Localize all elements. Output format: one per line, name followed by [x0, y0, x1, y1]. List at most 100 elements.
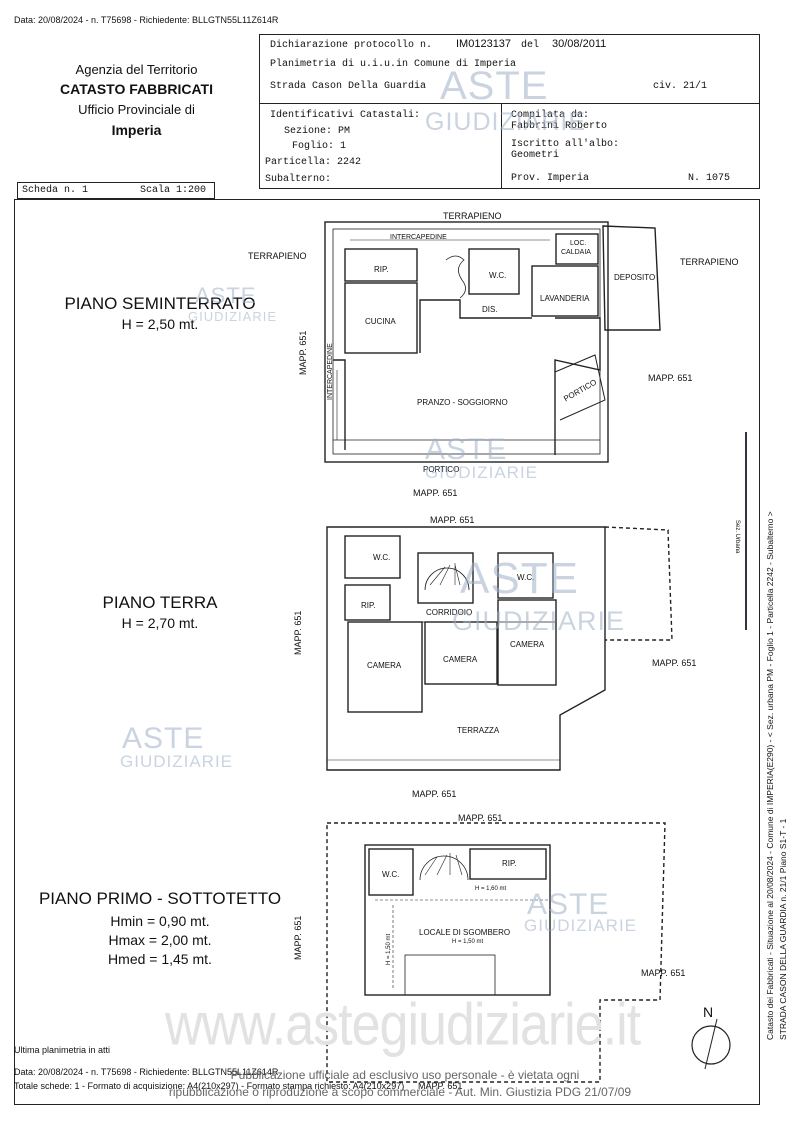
label-mapp-terra-top: MAPP. 651: [430, 515, 475, 525]
label-rip-primo: RIP.: [502, 859, 517, 868]
label-rip-semi: RIP.: [374, 265, 389, 274]
label-mapp-semi-bottom: MAPP. 651: [413, 488, 458, 498]
label-wc-primo: W.C.: [382, 870, 400, 879]
watermark-giudiziarie-1: GIUDIZIARIE: [425, 108, 587, 136]
label-camera-3: CAMERA: [510, 640, 545, 649]
floor-height-seminterrato: H = 2,50 mt.: [121, 316, 199, 332]
scheda-tab: Scheda n. 1 Scala 1:200: [17, 182, 215, 199]
label-deposito: DEPOSITO: [614, 273, 656, 282]
label-h150: H = 1,50 mt: [452, 939, 484, 945]
particella-field: Particella: 2242: [265, 157, 362, 168]
civic-number: civ. 21/1: [653, 81, 708, 92]
protocol-number: IM0123137: [456, 38, 512, 50]
del-label: del: [521, 40, 540, 51]
plan-seminterrato: [324, 221, 661, 463]
iscritto-label: Iscritto all'albo:: [511, 139, 620, 150]
footer-pub-2: ripubblicazione o riproduzione a scopo c…: [168, 1085, 632, 1099]
floor-title-seminterrato: PIANO SEMINTERRATO: [64, 294, 256, 313]
agency-block: Agenzia del Territorio CATASTO FABBRICAT…: [14, 34, 259, 182]
identifiers-box: Identificativi Catastali: Sezione: PM Fo…: [259, 104, 502, 189]
label-wc-semi: W.C.: [489, 271, 507, 280]
planimetria-line: Planimetria di u.i.u.in Comune di Imperi…: [270, 59, 517, 70]
watermark-aste-4: ASTE: [460, 554, 579, 603]
agency-name: Agenzia del Territorio: [75, 62, 198, 77]
catasto-title: CATASTO FABBRICATI: [60, 81, 213, 97]
street-line: Strada Cason Della Guardia: [270, 81, 427, 92]
label-mapp-primo-right: MAPP. 651: [641, 968, 686, 978]
scale-label: Scala 1:200: [140, 185, 207, 196]
office-label: Ufficio Provinciale di: [78, 102, 195, 117]
label-h160: H = 1,60 mt: [475, 886, 507, 892]
label-mapp-terra-bottom: MAPP. 651: [412, 789, 457, 799]
watermark-giudiziarie-5: GIUDIZIARIE: [120, 752, 234, 771]
subalterno-field: Subalterno:: [265, 174, 332, 185]
floor-title-terra: PIANO TERRA: [102, 593, 218, 612]
drawing-frame: [14, 199, 760, 1105]
floor-hmin: Hmin = 0,90 mt.: [110, 913, 210, 929]
label-intercapedine-v: INTERCAPEDINE: [327, 343, 334, 400]
label-mapp-semi-right: MAPP. 651: [648, 373, 693, 383]
albo-value: Geometri: [511, 150, 560, 161]
label-locale-sgombero: LOCALE DI SGOMBERO: [419, 928, 511, 937]
label-intercapedine: INTERCAPEDINE: [390, 234, 447, 241]
label-mapp-primo-top: MAPP. 651: [458, 813, 503, 823]
label-cucina: CUCINA: [365, 317, 396, 326]
plan-primo: [326, 822, 666, 1083]
watermark-aste-3: ASTE: [425, 433, 508, 466]
floor-hmax: Hmax = 2,00 mt.: [108, 932, 212, 948]
label-mapp-semi-left: MAPP. 651: [298, 330, 308, 375]
north-label: N: [703, 1004, 714, 1020]
label-loc: LOC.: [570, 240, 587, 247]
declaration-box: Dichiarazione protocollo n. IM0123137 de…: [259, 34, 760, 104]
label-mapp-terra-right: MAPP. 651: [652, 658, 697, 668]
identifiers-title: Identificativi Catastali:: [270, 110, 421, 121]
footer-pub-1: Pubblicazione ufficiale ad esclusivo uso…: [230, 1068, 580, 1082]
label-caldaia: CALDAIA: [561, 249, 591, 256]
watermark-aste-1: ASTE: [440, 64, 549, 108]
watermark-aste-2: ASTE: [195, 283, 257, 308]
label-h150-vertical: H = 1,50 mt: [386, 933, 392, 965]
label-wc-terra-2: W.C.: [517, 573, 535, 582]
label-wc-terra-1: W.C.: [373, 553, 391, 562]
label-mapp-primo-bottom: MAPP. 651: [418, 1081, 463, 1091]
compiler-name: Fabbrini Roberto: [511, 121, 608, 132]
office-city: Imperia: [111, 122, 162, 138]
albo-number: N. 1075: [688, 173, 731, 184]
protocol-date: 30/08/2011: [552, 38, 607, 50]
declaration-label: Dichiarazione protocollo n.: [270, 40, 433, 51]
label-terrapieno-top: TERRAPIENO: [443, 211, 502, 221]
floor-title-primo: PIANO PRIMO - SOTTOTETTO: [38, 889, 282, 908]
watermark-aste-5: ASTE: [122, 722, 205, 755]
watermark-giudiziarie-2: GIUDIZIARIE: [188, 309, 278, 324]
label-corridoio: CORRIDOIO: [426, 608, 473, 617]
label-dis: DIS.: [482, 305, 498, 314]
scale-bar-label: Sez. Urbana: [734, 520, 740, 554]
watermark-giudiziarie-3: GIUDIZIARIE: [425, 463, 539, 482]
label-rip-terra: RIP.: [361, 601, 376, 610]
plan-terra: [326, 526, 673, 771]
label-camera-1: CAMERA: [367, 661, 402, 670]
footer-ultima: Ultima planimetria in atti: [14, 1045, 111, 1055]
label-camera-2: CAMERA: [443, 655, 478, 664]
watermark-url: www.astegiudiziarie.it: [165, 991, 641, 1059]
watermark-giudiziarie-4: GIUDIZIARIE: [452, 606, 626, 636]
side-text-line1: Catasto dei Fabbricati - Situazione al 2…: [765, 511, 775, 1040]
label-terrazza: TERRAZZA: [457, 726, 500, 735]
header-request-line: Data: 20/08/2024 - n. T75698 - Richieden…: [14, 15, 279, 25]
province-field: Prov. Imperia: [511, 173, 590, 184]
footer-data: Data: 20/08/2024 - n. T75698 - Richieden…: [14, 1067, 279, 1077]
label-pranzo: PRANZO - SOGGIORNO: [417, 398, 508, 407]
label-terrapieno-right: TERRAPIENO: [680, 257, 739, 267]
label-portico-bottom: PORTICO: [423, 465, 460, 474]
watermark-giudiziarie-6: GIUDIZIARIE: [524, 916, 638, 935]
scheda-number: Scheda n. 1: [22, 185, 89, 196]
watermark-aste-6: ASTE: [527, 888, 610, 921]
scale-bar: [745, 432, 747, 630]
label-terrapieno-left: TERRAPIENO: [248, 251, 307, 261]
label-mapp-primo-left: MAPP. 651: [293, 915, 303, 960]
compiler-box: Compilata da: Fabbrini Roberto Iscritto …: [502, 104, 760, 189]
label-mapp-terra-left: MAPP. 651: [293, 610, 303, 655]
side-text-line2: STRADA CASON DELLA GUARDIA n. 21/1 Piano…: [778, 818, 788, 1040]
label-lavanderia: LAVANDERIA: [540, 294, 590, 303]
